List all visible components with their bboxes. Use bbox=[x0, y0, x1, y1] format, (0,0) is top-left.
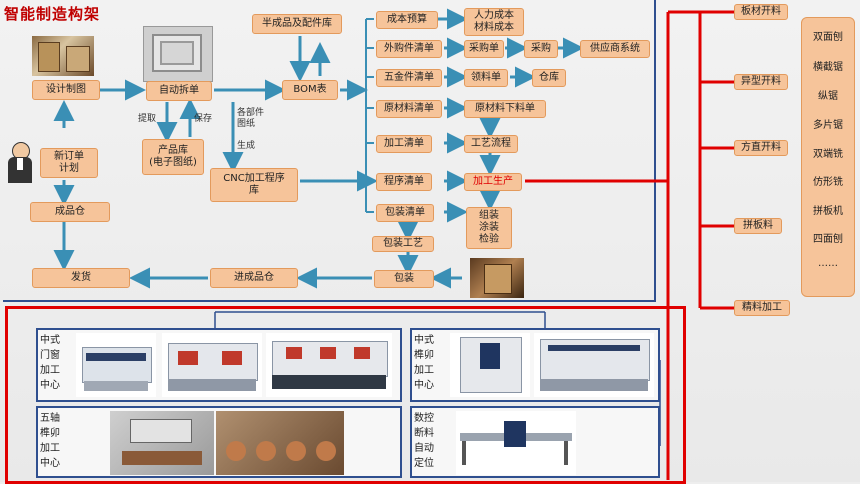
production-box: 加工生产 bbox=[464, 173, 522, 191]
finished-room-photo bbox=[470, 258, 524, 298]
door-machine-1 bbox=[76, 333, 156, 397]
generate-label: 各部件 图纸 生成 bbox=[237, 108, 265, 151]
section-five-axis-center: 五轴 榫卯 加工 中心 bbox=[36, 406, 402, 478]
door-panel-photo bbox=[143, 26, 213, 82]
machine-panel-joiner: 拼板机 bbox=[813, 206, 843, 217]
cnc-program-library-box: CNC加工程序 库 bbox=[210, 168, 298, 202]
cnc-cutting-machine bbox=[456, 411, 576, 475]
process-list-box: 加工清单 bbox=[376, 135, 432, 153]
extract-label: 提取 bbox=[138, 114, 157, 124]
door-machine-3 bbox=[266, 333, 392, 397]
machine-crosscut-saw: 横截锯 bbox=[813, 62, 843, 73]
section-mortise-center: 中式 榫卯 加工 中心 bbox=[410, 328, 660, 402]
finished-goods-warehouse-box: 成品仓 bbox=[30, 202, 110, 222]
design-room-photo bbox=[32, 36, 94, 76]
purchase-order-box: 采购单 bbox=[464, 40, 504, 58]
flow-panel bbox=[3, 0, 656, 302]
semi-finished-warehouse-box: 半成品及配件库 bbox=[252, 14, 342, 34]
auto-split-box: 自动拆单 bbox=[146, 81, 212, 101]
packing-list-box: 包装清单 bbox=[376, 204, 434, 222]
assembly-coating-inspection-box: 组装 涂装 检验 bbox=[466, 207, 512, 249]
material-panel-joining: 拼板料 bbox=[734, 218, 782, 234]
cost-budget-box: 成本预算 bbox=[376, 11, 438, 29]
machine-rip-saw: 纵锯 bbox=[818, 91, 838, 102]
section-cnc-cutting: 数控 断料 自动 定位 bbox=[410, 406, 660, 478]
machine-more: …… bbox=[818, 258, 838, 269]
outsourced-list-box: 外购件清单 bbox=[376, 40, 442, 58]
new-order-plan-box: 新订单 计划 bbox=[40, 148, 98, 178]
labor-material-cost-box: 人力成本 材料成本 bbox=[464, 8, 524, 36]
presenter-figure bbox=[2, 140, 38, 184]
machine-list: 双面刨 横截锯 纵锯 多片锯 双端铣 仿形铣 拼板机 四面刨 …… bbox=[801, 17, 855, 297]
material-fine-processing: 精料加工 bbox=[734, 300, 790, 316]
mortise-machine-1 bbox=[450, 333, 530, 397]
machine-double-planer: 双面刨 bbox=[813, 32, 843, 43]
page-title: 智能制造构架 bbox=[4, 5, 101, 23]
five-axis-label: 五轴 榫卯 加工 中心 bbox=[40, 413, 60, 469]
machine-double-end-tenoner: 双端铣 bbox=[813, 149, 843, 160]
program-list-box: 程序清单 bbox=[376, 173, 432, 191]
hardware-list-box: 五金件清单 bbox=[376, 69, 442, 87]
machine-copy-shaper: 仿形铣 bbox=[813, 177, 843, 188]
purchase-box: 采购 bbox=[524, 40, 558, 58]
mortise-label: 中式 榫卯 加工 中心 bbox=[414, 335, 434, 391]
process-flow-box: 工艺流程 bbox=[464, 135, 518, 153]
raw-material-list-box: 原材料清单 bbox=[376, 100, 442, 118]
material-square-cutting: 方直开料 bbox=[734, 140, 788, 156]
bom-table-box: BOM表 bbox=[282, 80, 338, 100]
packing-box: 包装 bbox=[374, 270, 434, 288]
incoming-finished-warehouse-box: 进成品仓 bbox=[210, 268, 298, 288]
machine-multi-blade-saw: 多片锯 bbox=[813, 120, 843, 131]
door-window-label: 中式 门窗 加工 中心 bbox=[40, 335, 60, 391]
cnc-cutting-label: 数控 断料 自动 定位 bbox=[414, 413, 434, 469]
shipping-box: 发货 bbox=[32, 268, 130, 288]
door-machine-2 bbox=[162, 333, 262, 397]
machine-four-side-planer: 四面刨 bbox=[813, 234, 843, 245]
five-axis-photo-2 bbox=[216, 411, 344, 475]
mortise-machine-2 bbox=[534, 333, 654, 397]
warehouse-box: 仓库 bbox=[532, 69, 566, 87]
section-door-window-center: 中式 门窗 加工 中心 bbox=[36, 328, 402, 402]
raw-material-cutting-box: 原材料下料单 bbox=[464, 100, 546, 118]
supplier-system-box: 供应商系统 bbox=[580, 40, 650, 58]
five-axis-photo-1 bbox=[110, 411, 214, 475]
picking-list-box: 领料单 bbox=[464, 69, 508, 87]
product-library-box: 产品库 (电子图纸) bbox=[142, 139, 204, 175]
design-drawing-box: 设计制图 bbox=[32, 80, 100, 100]
material-board-cutting: 板材开料 bbox=[734, 4, 788, 20]
material-profile-cutting: 异型开料 bbox=[734, 74, 788, 90]
packing-process-box: 包装工艺 bbox=[372, 236, 434, 252]
save-label: 保存 bbox=[194, 114, 213, 124]
